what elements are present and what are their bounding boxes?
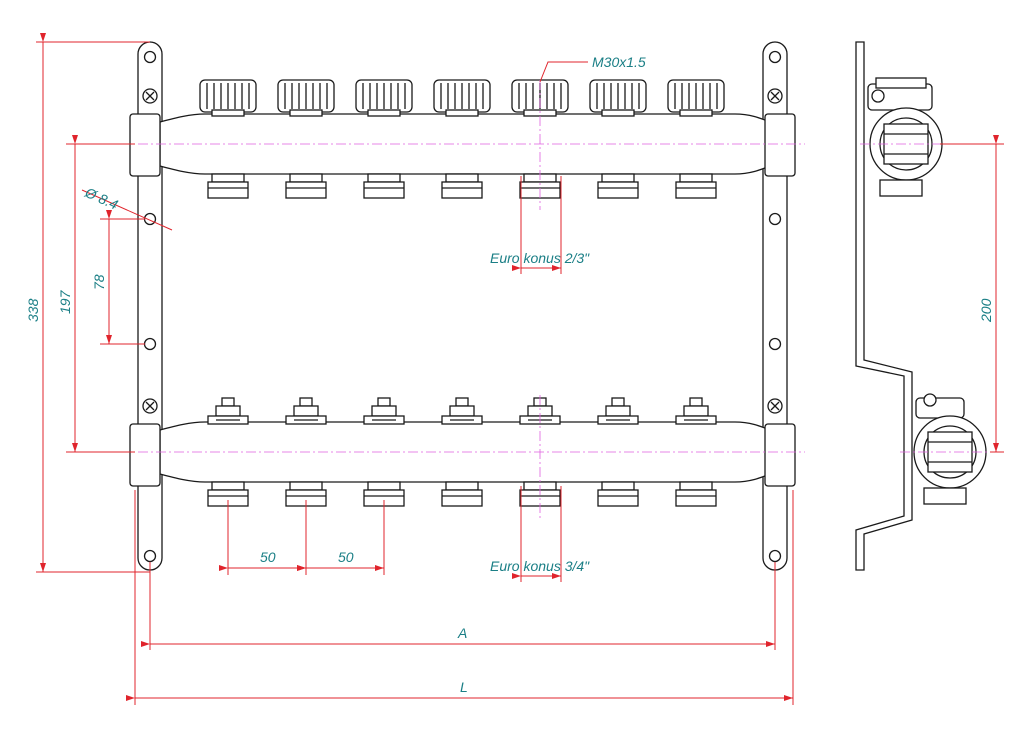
dimension-texts: M30x1.5 Ø 8.4 Euro konus 2/3" Euro konus… xyxy=(25,54,994,695)
flow-meter xyxy=(597,397,639,425)
dimension-lines xyxy=(36,33,1004,705)
side-bracket-profile xyxy=(855,41,913,571)
front-view xyxy=(129,41,796,571)
euro-outlet xyxy=(597,173,639,199)
flow-meter xyxy=(363,397,405,425)
side-bottom-pipe xyxy=(913,393,987,505)
euro-konus-top-label: Euro konus 2/3" xyxy=(490,250,590,266)
euro-outlet xyxy=(285,173,327,199)
outlet-step-dimension-2: 50 xyxy=(338,549,354,565)
bottom-euro-outlets xyxy=(207,481,717,507)
total-height-dimension: 338 xyxy=(25,298,41,322)
mount-width-dimension: A xyxy=(457,625,467,641)
euro-outlet xyxy=(675,173,717,199)
screw-icon xyxy=(142,88,783,414)
flow-meter xyxy=(675,397,717,425)
valve-knob xyxy=(667,79,725,117)
euro-outlet xyxy=(363,481,405,507)
euro-outlet xyxy=(675,481,717,507)
flow-meter xyxy=(285,397,327,425)
top-euro-outlets xyxy=(207,173,717,199)
thread-label: M30x1.5 xyxy=(592,54,646,70)
valve-knob xyxy=(277,79,335,117)
side-top-pipe xyxy=(867,77,943,197)
euro-outlet xyxy=(441,173,483,199)
flow-meter xyxy=(207,397,249,425)
total-width-dimension: L xyxy=(460,679,468,695)
bottom-flow-meters xyxy=(207,397,717,425)
side-view xyxy=(855,41,987,571)
flow-meter xyxy=(441,397,483,425)
valve-knob xyxy=(355,79,413,117)
centerlines xyxy=(120,80,1000,520)
outlet-step-dimension-1: 50 xyxy=(260,549,276,565)
pipe-end-clamps xyxy=(129,113,796,487)
euro-outlet xyxy=(597,481,639,507)
axis-distance-dimension: 197 xyxy=(57,289,73,314)
hole-diameter-label: Ø 8.4 xyxy=(82,184,121,213)
euro-outlet xyxy=(363,173,405,199)
euro-konus-bottom-label: Euro konus 3/4" xyxy=(490,558,590,574)
euro-outlet xyxy=(285,481,327,507)
valve-knob xyxy=(199,79,257,117)
euro-outlet xyxy=(441,481,483,507)
euro-outlet xyxy=(207,173,249,199)
hole-spacing-dimension: 78 xyxy=(91,274,107,290)
valve-knob xyxy=(433,79,491,117)
valve-knob xyxy=(589,79,647,117)
euro-outlet xyxy=(207,481,249,507)
side-axis-dimension: 200 xyxy=(978,298,994,323)
top-valve-knobs xyxy=(199,79,725,117)
